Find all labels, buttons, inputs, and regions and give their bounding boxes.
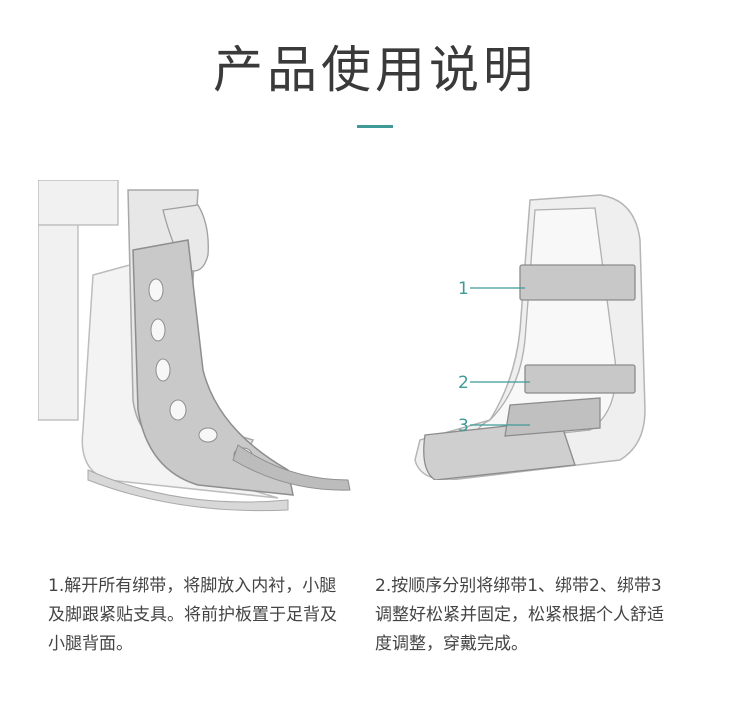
strap-3 [504,397,601,437]
callout-lines [470,287,530,426]
chair-leg [38,180,119,421]
step1-caption: 1.解开所有绑带，将脚放入内衬，小腿及脚跟紧贴支具。将前护板置于足背及小腿背面。 [48,576,337,654]
step2-caption: 2.按顺序分别将绑带1、绑带2、绑带3调整好松紧并固定，松紧根据个人舒适度调整，… [375,576,664,654]
callout-1: 1 [458,279,469,299]
foot-plate [423,419,576,480]
page-title: 产品使用说明 [213,41,537,99]
callout-3: 3 [458,416,469,436]
callout-2: 2 [458,373,469,393]
strap-1 [519,264,636,301]
boot-sole [87,469,289,512]
strap-2 [524,364,636,394]
step1-illustration [38,180,351,512]
step2-illustration: 1 2 3 [414,194,646,480]
title-divider [357,125,393,128]
loose-strap [232,444,351,491]
